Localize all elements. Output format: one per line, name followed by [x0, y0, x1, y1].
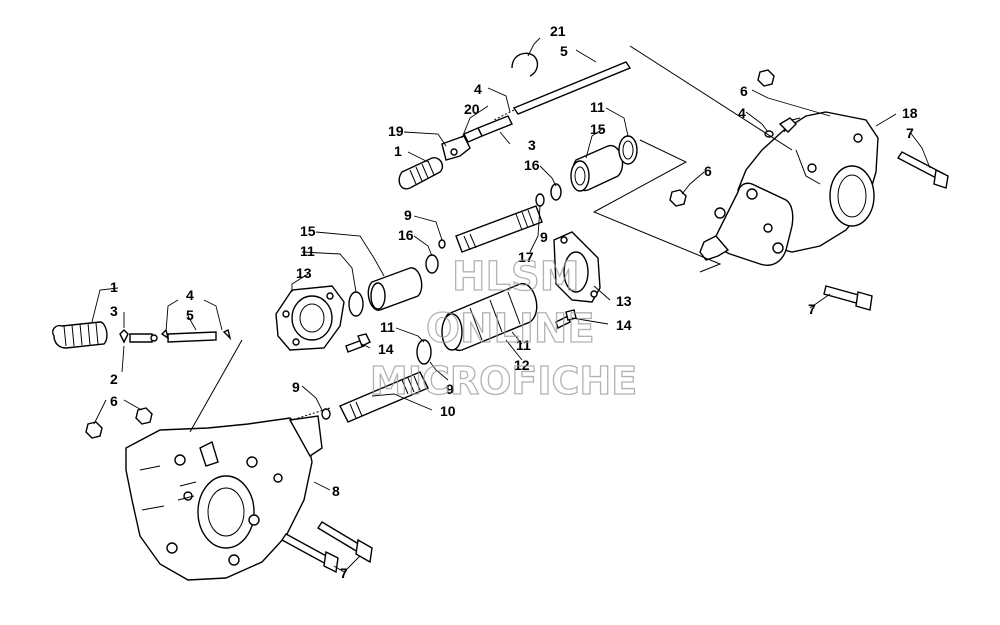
alignment-lines	[189, 45, 793, 433]
nut-lower-2	[135, 407, 153, 425]
callout-7-mid-right: 7	[808, 301, 816, 317]
snap-ring-21	[511, 52, 539, 77]
callout-14-right: 14	[616, 317, 632, 333]
flange-plate-right	[553, 231, 601, 303]
callout-6-lower-left: 6	[110, 393, 118, 409]
pin-middle-9	[438, 239, 446, 249]
rod-lower	[160, 328, 232, 343]
callout-7-lower: 7	[340, 565, 348, 581]
boot-upper	[398, 157, 444, 190]
shaft-small	[463, 115, 513, 143]
callout-13-left: 13	[296, 265, 312, 281]
callout-14-left: 14	[378, 341, 394, 357]
washer-upper-16	[550, 183, 562, 201]
gear-housing-upper	[699, 111, 879, 266]
callout-5-top: 5	[560, 43, 568, 59]
ring-lower-11	[416, 339, 432, 365]
callout-4-right: 4	[738, 105, 746, 121]
boot-seal-upper	[570, 145, 624, 192]
callout-12: 12	[514, 357, 530, 373]
leader-lines	[91, 37, 931, 573]
bolt-lower-1	[280, 533, 339, 574]
bolt-14-right	[555, 309, 577, 329]
callout-1-top: 1	[394, 143, 402, 159]
ring-upper-11	[618, 135, 638, 165]
callout-3-top: 3	[528, 137, 536, 153]
callout-13-right: 13	[616, 293, 632, 309]
callout-9-mid: 9	[404, 207, 412, 223]
washer-small	[764, 130, 774, 138]
bolt-lower-2	[317, 521, 373, 564]
callout-5-left: 5	[186, 307, 194, 323]
callout-10: 10	[440, 403, 456, 419]
callout-8: 8	[332, 483, 340, 499]
callout-20: 20	[464, 101, 480, 117]
watermark-line-1: HLSM	[452, 254, 580, 300]
callout-11-lower-left: 11	[380, 319, 395, 335]
splined-shaft-lower	[339, 371, 429, 423]
pin-lower-9	[321, 408, 331, 420]
callout-15-top: 15	[590, 121, 606, 137]
callout-6-top-right: 6	[740, 83, 748, 99]
callout-11-lower-right: 11	[516, 337, 531, 353]
bolt-14-left	[345, 333, 371, 353]
callout-19: 19	[388, 123, 404, 139]
pin-2	[119, 329, 129, 344]
gear-housing-lower	[125, 415, 323, 581]
sleeve-coupler	[441, 283, 538, 351]
bracket-19	[441, 135, 471, 161]
callout-7-top-right: 7	[906, 125, 914, 141]
washer-middle-16	[425, 254, 439, 274]
callout-9-lower-mid: 9	[446, 381, 454, 397]
callout-labels: 21 5 4 20 19 3 1 11 15 16 6 4 18 7 6 9 1…	[110, 23, 918, 581]
callout-6-mid-right: 6	[704, 163, 712, 179]
boot-seal-middle	[367, 267, 423, 311]
callout-4-top: 4	[474, 81, 482, 97]
rod-upper	[512, 61, 632, 115]
callout-17: 17	[518, 249, 534, 265]
nut-upper-right	[757, 69, 775, 87]
bolt-upper-right	[896, 151, 949, 189]
callout-9-upper-mid: 9	[540, 229, 548, 245]
callout-11-mid: 11	[300, 243, 315, 259]
shaft-small-lower	[129, 333, 158, 343]
bolt-middle-right	[823, 285, 873, 311]
callout-3-left: 3	[110, 303, 118, 319]
callout-21: 21	[550, 23, 566, 39]
callout-16-top: 16	[524, 157, 540, 173]
splined-shaft-upper	[455, 193, 545, 253]
flange-plate-left	[275, 285, 345, 351]
callout-11-top: 11	[590, 99, 605, 115]
watermark: HLSM ONLINE MICROFICHE	[369, 253, 637, 403]
boot-lower	[52, 321, 108, 349]
callout-16-mid: 16	[398, 227, 414, 243]
watermark-line-3: MICROFICHE	[370, 359, 637, 403]
callout-4-left: 4	[186, 287, 194, 303]
callout-1-left: 1	[110, 279, 118, 295]
nut-lower-1	[85, 421, 103, 439]
ring-middle-11	[348, 291, 364, 317]
callout-18: 18	[902, 105, 918, 121]
callout-2: 2	[110, 371, 118, 387]
callout-9-lower-left: 9	[292, 379, 300, 395]
callout-15-mid: 15	[300, 223, 316, 239]
watermark-line-2: ONLINE	[426, 306, 595, 352]
